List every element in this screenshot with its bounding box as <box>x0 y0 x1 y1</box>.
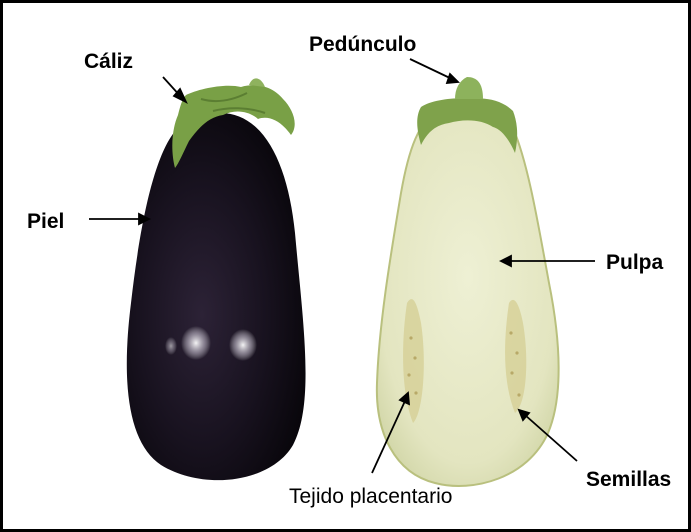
seed <box>407 373 410 376</box>
eggplant-pulp <box>377 106 559 486</box>
seed <box>413 356 416 359</box>
label-pulpa: Pulpa <box>606 252 663 273</box>
skin-highlight <box>181 326 211 360</box>
seed <box>509 331 512 334</box>
seed <box>510 371 513 374</box>
label-caliz: Cáliz <box>84 51 133 72</box>
label-tejido-placentario: Tejido placentario <box>289 486 452 507</box>
cut-eggplant <box>377 77 559 486</box>
skin-highlight <box>229 329 257 361</box>
skin-highlight <box>165 337 177 355</box>
eggplant-skin <box>127 113 306 480</box>
seed <box>414 391 417 394</box>
seed <box>517 393 520 396</box>
pedunculo-pointer <box>410 59 452 79</box>
label-pedunculo: Pedúnculo <box>309 34 416 55</box>
eggplant-illustration <box>3 3 688 529</box>
pedunculo-arrowhead <box>447 74 458 83</box>
seed <box>515 351 518 354</box>
label-piel: Piel <box>27 211 64 232</box>
whole-eggplant <box>127 78 306 480</box>
seed <box>409 336 412 339</box>
peduncle-shape <box>455 77 483 99</box>
label-semillas: Semillas <box>586 469 671 490</box>
